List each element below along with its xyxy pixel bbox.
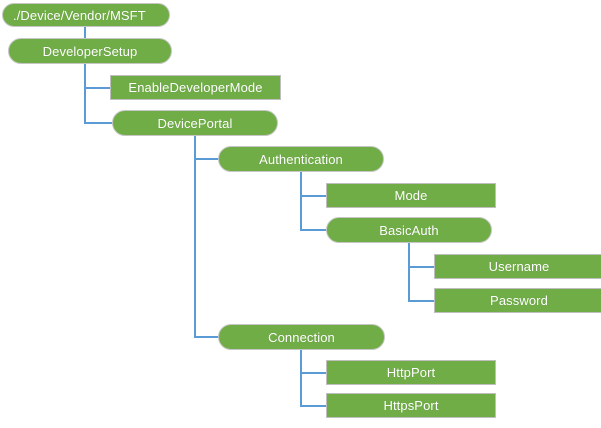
connector-developersetup-to-enabledevelopermode [84,63,111,89]
connector-developersetup-to-deviceportal [84,63,113,124]
tree-node-root[interactable]: ./Device/Vendor/MSFT [2,3,170,27]
tree-node-basicauth[interactable]: BasicAuth [326,217,492,243]
tree-node-username[interactable]: Username [434,254,601,279]
tree-node-label: Authentication [259,151,343,167]
tree-node-label: ./Device/Vendor/MSFT [13,7,146,23]
connector-connection-to-httpport [300,349,327,374]
connector-deviceportal-to-connection [194,135,219,338]
connector-basicauth-to-username [408,242,435,268]
tree-node-label: EnableDeveloperMode [128,80,263,95]
tree-node-label: HttpPort [386,365,436,380]
tree-node-label: DeveloperSetup [42,43,138,59]
tree-node-label: BasicAuth [379,222,439,238]
connector-authentication-to-basicauth [300,171,327,231]
connector-connection-to-httpsport [300,349,327,407]
connector-authentication-to-mode [300,171,327,197]
tree-node-label: HttpsPort [383,398,439,413]
tree-node-label: Password [490,293,548,308]
tree-node-deviceportal[interactable]: DevicePortal [112,110,278,136]
connector-deviceportal-to-authentication [194,135,219,160]
tree-node-developersetup[interactable]: DeveloperSetup [8,38,172,64]
tree-node-password[interactable]: Password [434,288,601,313]
tree-node-mode[interactable]: Mode [326,183,496,208]
tree-node-label: Connection [268,329,335,345]
tree-node-httpsport[interactable]: HttpsPort [326,393,496,418]
tree-node-connection[interactable]: Connection [218,324,385,350]
tree-node-label: Username [488,259,550,274]
tree-node-label: Mode [394,188,428,203]
tree-node-label: DevicePortal [157,115,233,131]
tree-node-authentication[interactable]: Authentication [218,146,384,172]
tree-node-enabledevelopermode[interactable]: EnableDeveloperMode [110,75,281,100]
tree-node-httpport[interactable]: HttpPort [326,360,496,385]
connector-basicauth-to-password [408,242,435,302]
